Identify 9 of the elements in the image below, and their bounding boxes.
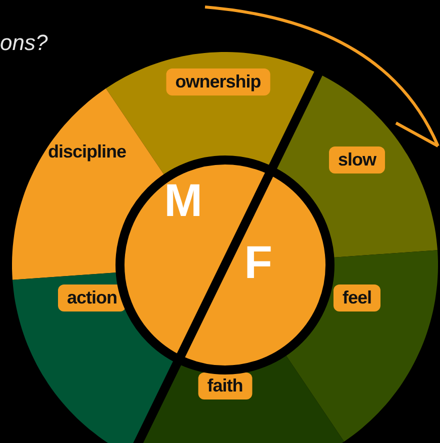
- segment-label: feel: [333, 284, 381, 312]
- segment-label: action: [58, 284, 126, 312]
- segment-label: discipline: [48, 142, 126, 162]
- segment-label: ownership: [166, 68, 270, 96]
- letter: M: [164, 173, 202, 227]
- segment-label: slow: [329, 146, 385, 174]
- segment-label: faith: [198, 372, 252, 400]
- letter: F: [244, 235, 272, 289]
- heading-fragment: ons?: [0, 30, 48, 56]
